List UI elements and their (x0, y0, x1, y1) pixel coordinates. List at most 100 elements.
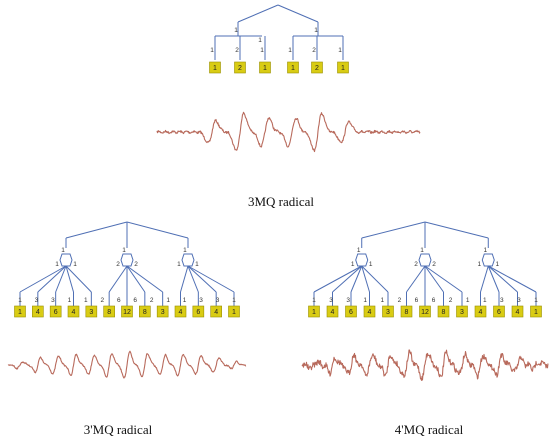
tree-3mq-leaf-label-4: 2 (312, 47, 316, 54)
spectrum-4prime-mq (301, 349, 549, 381)
3prime-mq-l2-label-0: 1 (55, 261, 59, 268)
intensity-4prime-mq-0-box (308, 305, 320, 318)
3prime-mq-l3-label-3: 1 (68, 297, 72, 304)
3prime-mq-l3-label-1: 3 (35, 297, 39, 304)
intensity-3prime-mq-12-label: 1 (232, 309, 236, 316)
3prime-mq-branch-4 (65, 265, 92, 293)
3prime-mq-l3-label-0: 1 (18, 297, 22, 304)
4prime-mq-l3-label-8: 2 (449, 297, 453, 304)
intensity-3mq-1-label: 2 (238, 65, 242, 72)
intensity-4prime-mq-12-label: 1 (534, 309, 538, 316)
3prime-mq-l3-label-2: 3 (51, 297, 55, 304)
4prime-mq-branch-2 (350, 265, 363, 293)
3prime-mq-branch-2 (55, 265, 67, 293)
intensity-4prime-mq-7-label: 8 (442, 309, 446, 316)
intensity-3mq-1-box (234, 61, 246, 74)
3prime-mq-branch-0 (19, 265, 67, 293)
intensity-4prime-mq-4-label: 3 (386, 309, 390, 316)
intensity-4prime-mq-6-label: 12 (421, 309, 429, 316)
4prime-mq-branch-0 (313, 265, 362, 293)
3prime-mq-l1-label-1: 1 (122, 247, 126, 254)
intensity-3mq-5-box (337, 61, 349, 74)
intensity-3prime-mq-11-label: 4 (214, 309, 218, 316)
tree-3mq-l2-label: 1 (258, 37, 262, 44)
intensity-3prime-mq-7-box (139, 305, 151, 318)
intensity-4prime-mq-2-box (345, 305, 357, 318)
4prime-mq-l3-label-7: 6 (432, 297, 436, 304)
intensity-3prime-mq-7-label: 8 (143, 309, 147, 316)
4prime-mq-node-2 (481, 253, 495, 267)
intensity-3prime-mq-12-box (228, 305, 240, 318)
intensity-3prime-mq-3-label: 4 (72, 309, 76, 316)
4prime-mq-node-0 (355, 253, 369, 267)
4prime-mq-l2-label-1: 1 (369, 261, 373, 268)
intensity-4prime-mq-9-label: 4 (479, 309, 483, 316)
4prime-mq-branch-4 (361, 265, 389, 293)
intensity-3prime-mq-4-label: 3 (89, 309, 93, 316)
intensity-3prime-mq-10-label: 6 (196, 309, 200, 316)
4prime-mq-l3-label-12: 3 (517, 297, 521, 304)
intensity-3mq-0-box (209, 61, 221, 74)
4prime-mq-branch-12 (488, 265, 537, 293)
3prime-mq-node-1 (120, 253, 134, 267)
4prime-mq-l2-label-3: 2 (432, 261, 436, 268)
intensity-3prime-mq-5-label: 8 (107, 309, 111, 316)
intensity-3mq-5-label: 1 (341, 65, 345, 72)
4prime-mq-branch-5 (406, 265, 426, 293)
intensity-3mq-4-label: 2 (315, 65, 319, 72)
3prime-mq-l3-label-10: 1 (183, 297, 187, 304)
intensity-4prime-mq-10-box (493, 305, 505, 318)
tree-3mq-l1-label-right: 1 (314, 27, 318, 34)
tree-3mq-l1-label: 1 (234, 27, 238, 34)
3prime-mq-branch-5 (108, 265, 128, 293)
tree-3mq-leaf-label-3: 1 (288, 47, 292, 54)
intensity-4prime-mq-3-label: 4 (368, 309, 372, 316)
intensity-4prime-mq-2-label: 6 (349, 309, 353, 316)
3prime-mq-branch-3 (65, 265, 74, 293)
4prime-mq-l3-label-2: 3 (346, 297, 350, 304)
tree-3mq-root-left (237, 4, 279, 23)
intensity-4prime-mq-9-box (474, 305, 487, 318)
intensity-4prime-mq-0-label: 1 (312, 309, 316, 316)
4prime-mq-root-left (361, 221, 426, 239)
intensity-3mq-0-label: 1 (213, 65, 217, 72)
intensity-3prime-mq-1-label: 4 (36, 309, 40, 316)
intensity-3prime-mq-5-box (103, 305, 115, 318)
4prime-mq-l3-label-1: 3 (329, 297, 333, 304)
4prime-mq-l3-label-9: 1 (466, 297, 470, 304)
3prime-mq-l3-label-12: 3 (216, 297, 220, 304)
caption-3prime-mq: 3'MQ radical (83, 422, 153, 437)
3prime-mq-l3-label-7: 6 (133, 297, 137, 304)
3prime-mq-root-left (65, 221, 128, 239)
4prime-mq-l3-label-5: 2 (398, 297, 402, 304)
tree-3mq-leaf-label-5: 1 (338, 47, 342, 54)
spectrum-3mq (156, 111, 421, 153)
intensity-4prime-mq-7-box (437, 305, 450, 318)
intensity-3mq-4-box (311, 61, 323, 74)
intensity-3prime-mq-10-box (192, 305, 205, 318)
intensity-3mq-3-label: 1 (291, 65, 295, 72)
4prime-mq-l2-label-5: 1 (495, 261, 499, 268)
intensity-4prime-mq-11-box (511, 305, 524, 318)
4prime-mq-l2-label-2: 2 (414, 261, 418, 268)
4prime-mq-branch-9 (480, 265, 489, 293)
intensity-3mq-3-box (287, 61, 299, 74)
4prime-mq-branch-11 (487, 265, 518, 293)
intensity-3prime-mq-8-box (156, 305, 169, 318)
3prime-mq-l3-label-13: 1 (232, 297, 236, 304)
4prime-mq-branch-10 (487, 265, 500, 293)
caption-3mq: 3MQ radical (247, 194, 315, 209)
4prime-mq-l3-label-6: 6 (415, 297, 419, 304)
3prime-mq-branch-10 (187, 265, 199, 293)
4prime-mq-l3-label-4: 1 (380, 297, 384, 304)
intensity-3prime-mq-9-box (174, 305, 187, 318)
3prime-mq-l2-label-1: 1 (73, 261, 77, 268)
intensity-4prime-mq-8-label: 3 (460, 309, 464, 316)
intensity-4prime-mq-11-label: 4 (516, 309, 520, 316)
3prime-mq-branch-7 (126, 265, 146, 293)
4prime-mq-l1-label-1: 1 (420, 247, 424, 254)
4prime-mq-l3-label-13: 1 (534, 297, 538, 304)
intensity-4prime-mq-1-label: 4 (331, 309, 335, 316)
intensity-3prime-mq-2-label: 6 (54, 309, 58, 316)
intensity-3prime-mq-2-box (49, 305, 62, 318)
